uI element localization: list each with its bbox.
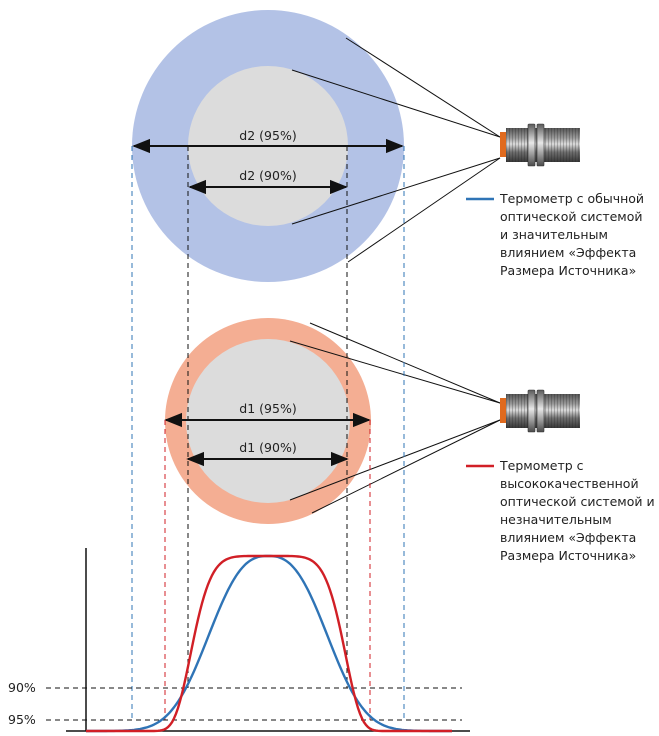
guide-lines (131, 146, 405, 720)
bottom-outer-label: d1 (95%) (239, 401, 296, 416)
top-spot: d2 (95%) d2 (90%) (132, 10, 404, 282)
legend-blue-line-4: Размера Источника» (500, 263, 636, 278)
legend-red-line-3: незначительным (500, 512, 612, 527)
legend-red-line-4: влиянием «Эффекта (500, 530, 636, 545)
top-outer-label: d2 (95%) (239, 128, 296, 143)
bottom-spot: d1 (95%) d1 (90%) (164, 318, 371, 524)
bottom-inner-label: d1 (90%) (239, 440, 296, 455)
top-inner-label: d2 (90%) (239, 168, 296, 183)
level-90-label: 90% (8, 680, 36, 695)
thermometer-sensor-icon (500, 123, 580, 167)
legend-blue: Термометр с обычной оптической системой … (466, 191, 644, 278)
level-95-label: 95% (8, 712, 36, 727)
legend-red-line-1: высококачественной (500, 476, 639, 491)
legend-red-line-2: оптической системой и (500, 494, 655, 509)
legend-blue-line-0: Термометр с обычной (499, 191, 644, 206)
legend-red-line-0: Термометр с (499, 458, 584, 473)
legend-blue-line-1: оптической системой (500, 209, 643, 224)
thermometer-sensor-icon (500, 389, 580, 433)
legend-red: Термометр с высококачественной оптическо… (466, 458, 655, 563)
viewing-lines (289, 37, 501, 514)
blue-curve (86, 554, 452, 733)
chart: 90% 95% (8, 548, 470, 733)
red-curve (86, 554, 452, 733)
legend-red-line-5: Размера Источника» (500, 548, 636, 563)
legend-blue-line-2: и значительным (500, 227, 608, 242)
legend-blue-line-3: влиянием «Эффекта (500, 245, 636, 260)
